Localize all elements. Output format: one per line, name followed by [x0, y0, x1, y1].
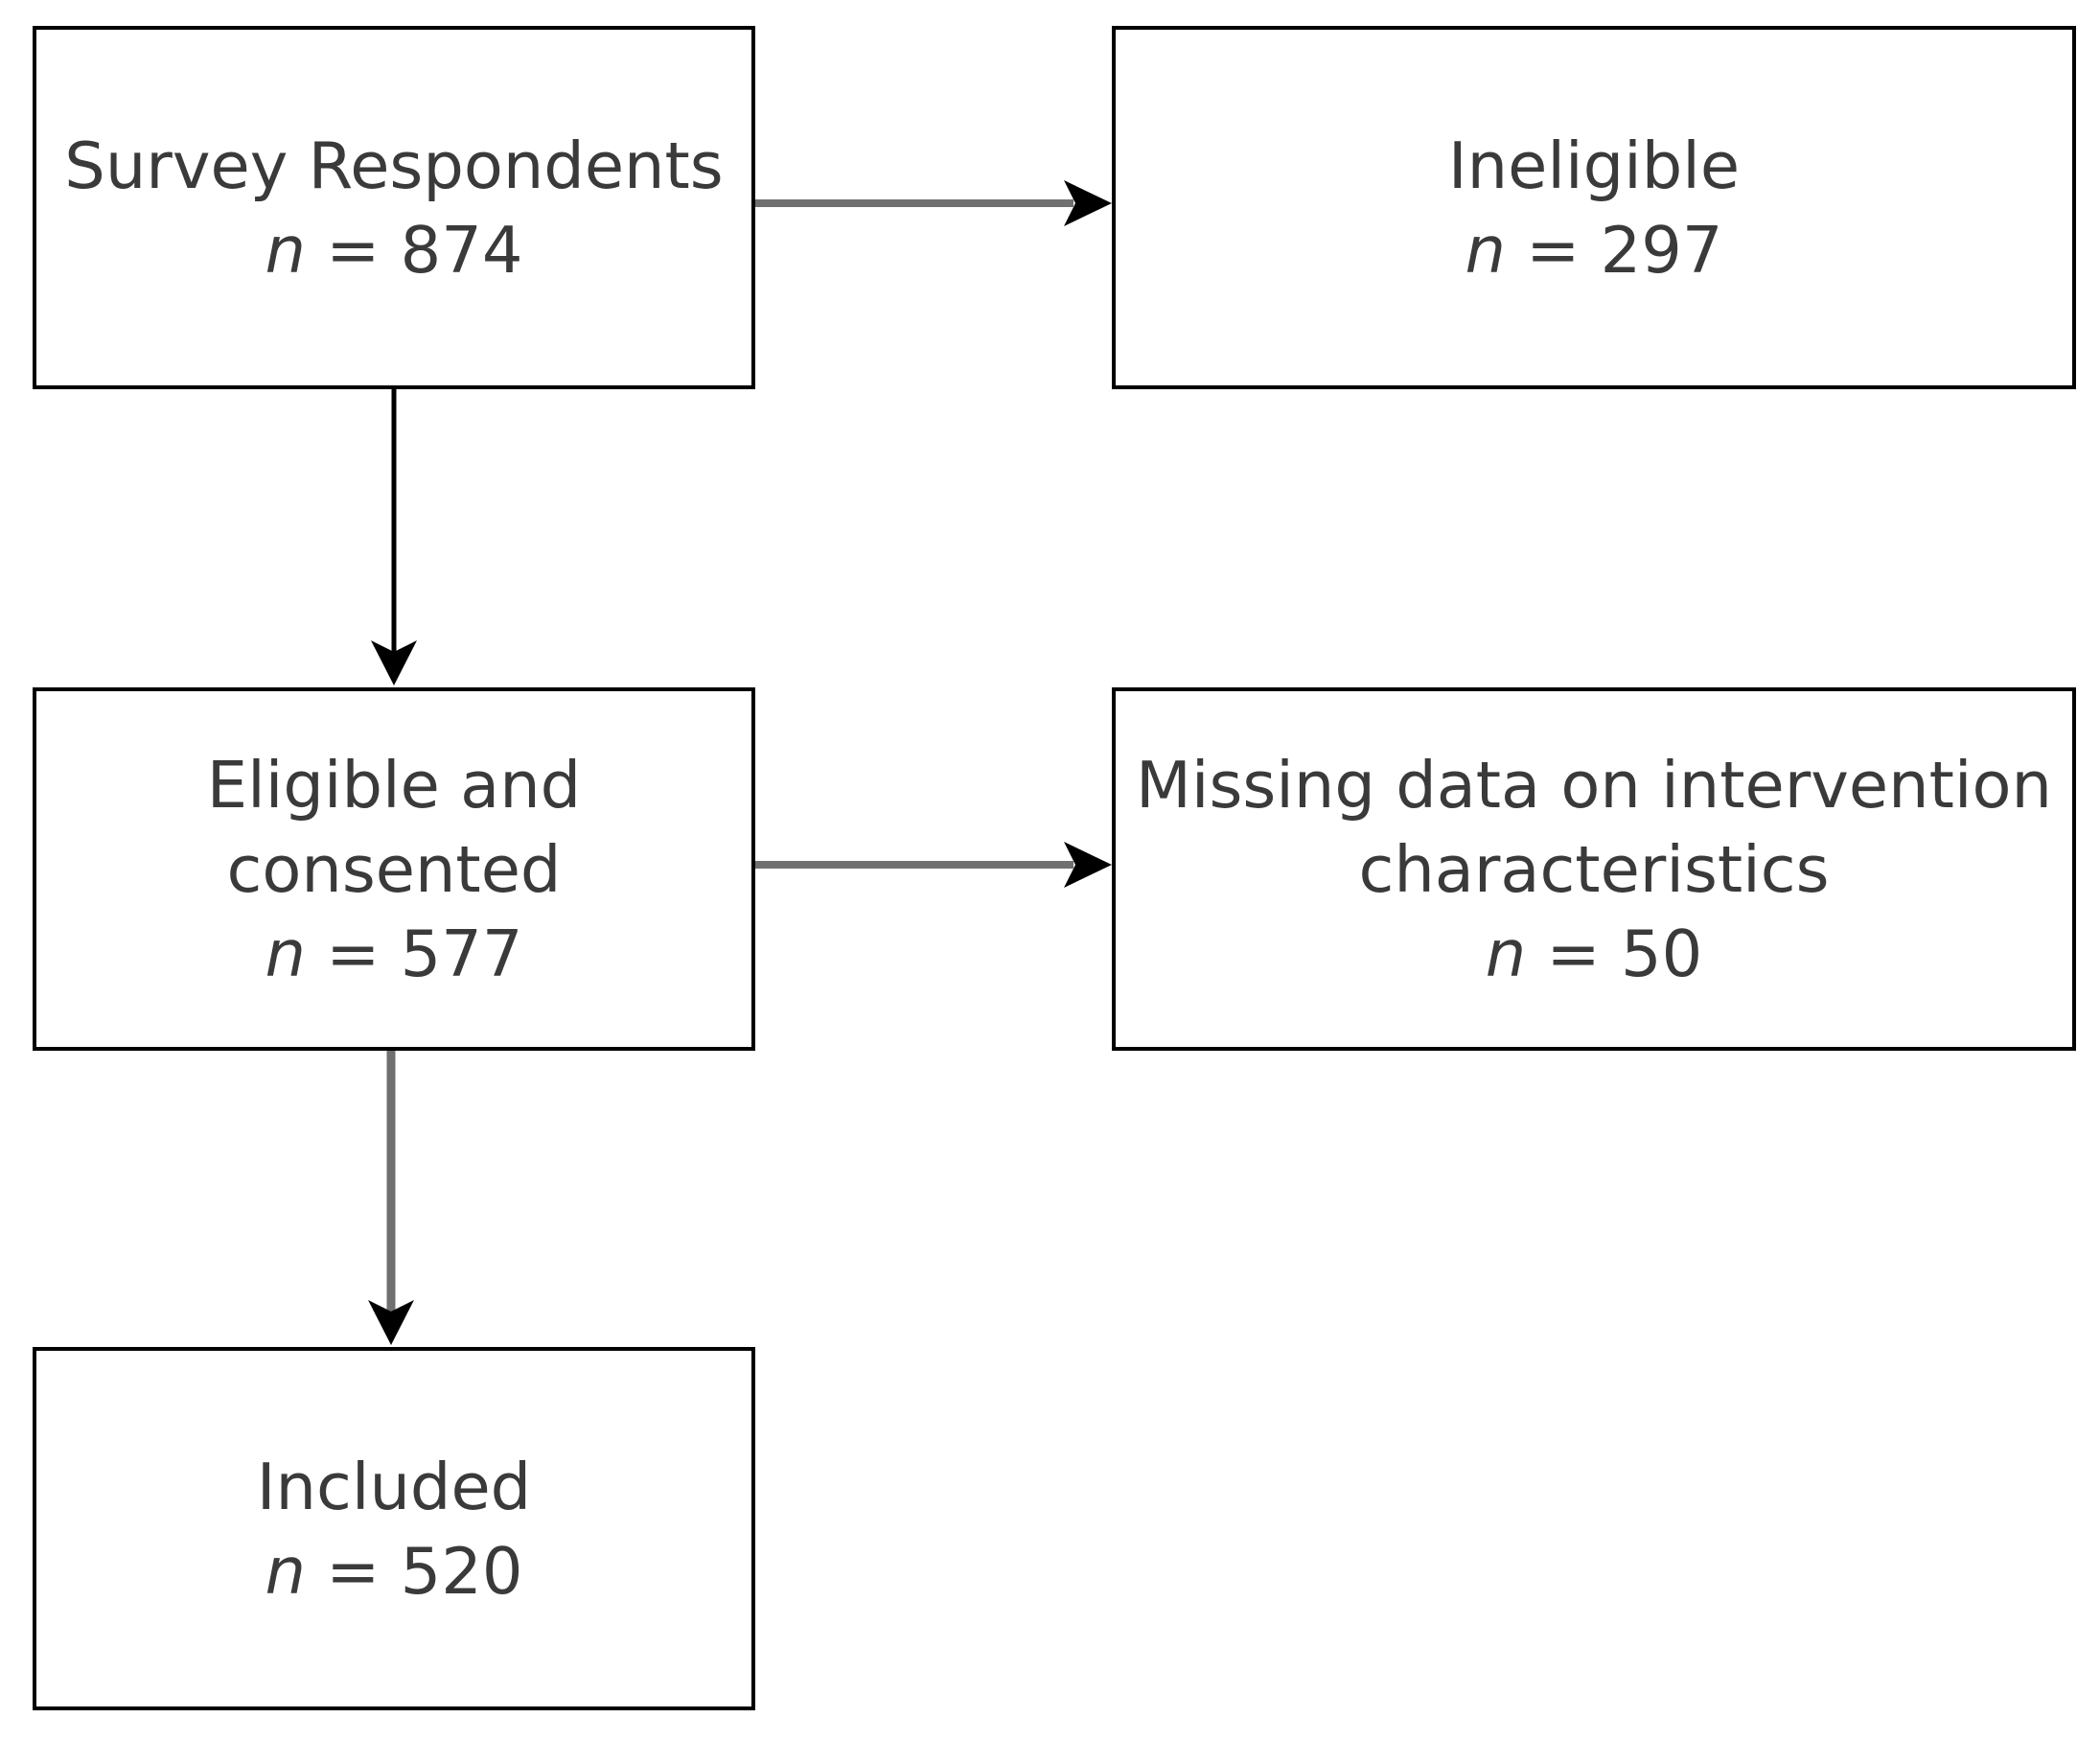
survey-respondents-box: Survey Respondents n = 874: [33, 26, 755, 389]
box-label-line1: Eligible and: [206, 747, 582, 823]
n-symbol: n: [265, 916, 306, 991]
box-count: n = 874: [265, 208, 522, 292]
box-label-line2: consented: [226, 831, 562, 907]
box-count: n = 577: [265, 912, 522, 996]
equals-sign: =: [305, 1533, 401, 1609]
arrow-respondents-to-eligible: [371, 389, 417, 685]
box-label: Survey Respondents: [64, 128, 724, 203]
equals-sign: =: [1526, 916, 1621, 991]
ineligible-box: Ineligible n = 297: [1112, 26, 2076, 389]
arrow-respondents-to-ineligible: [755, 180, 1112, 226]
missing-data-box: Missing data on intervention characteris…: [1112, 687, 2076, 1051]
count-value: 577: [400, 916, 523, 991]
n-symbol: n: [1465, 212, 1506, 288]
included-box: Included n = 520: [33, 1347, 755, 1710]
box-label: Ineligible: [1447, 128, 1741, 203]
box-label-line1: Missing data on intervention: [1136, 747, 2052, 823]
box-label-line2: characteristics: [1358, 831, 1830, 907]
count-value: 520: [400, 1533, 523, 1609]
box-count: n = 297: [1465, 208, 1722, 292]
box-count: n = 520: [265, 1529, 522, 1613]
equals-sign: =: [1505, 212, 1601, 288]
n-symbol: n: [1485, 916, 1527, 991]
n-symbol: n: [265, 212, 306, 288]
equals-sign: =: [305, 212, 401, 288]
arrow-eligible-to-missing: [755, 842, 1112, 888]
box-label: Included: [256, 1449, 532, 1524]
count-value: 874: [400, 212, 523, 288]
n-symbol: n: [265, 1533, 306, 1609]
count-value: 50: [1620, 916, 1703, 991]
equals-sign: =: [305, 916, 401, 991]
count-value: 297: [1600, 212, 1723, 288]
eligible-consented-box: Eligible and consented n = 577: [33, 687, 755, 1051]
box-count: n = 50: [1486, 912, 1702, 996]
arrow-eligible-to-included: [368, 1051, 414, 1345]
